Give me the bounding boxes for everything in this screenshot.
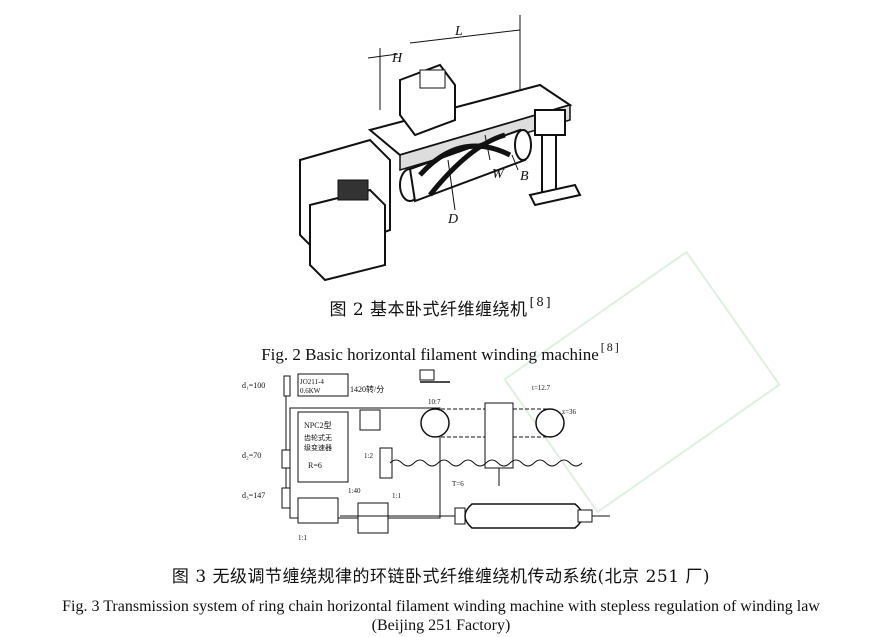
- label-d1: d₁=100: [242, 381, 265, 390]
- label-teeth: z=36: [562, 408, 577, 416]
- label-ratio-1-40: 1:40: [348, 487, 361, 495]
- label-motor-speed: 1420转/分: [350, 384, 384, 394]
- figure-3-diagram: d₁=100 d₂=70 d₃=147 JO211-4 0.6KW 1420转/…: [242, 369, 610, 542]
- figure-2-caption-en: Fig. 2 Basic horizontal filament winding…: [261, 340, 621, 364]
- figure-3-caption-en-line1: Fig. 3 Transmission system of ring chain…: [62, 598, 820, 615]
- label-reducer-desc1: 齿轮式无: [304, 433, 332, 442]
- label-B: B: [520, 169, 529, 184]
- label-chain: T=6: [452, 480, 464, 488]
- label-reducer-desc2: 级变速器: [304, 443, 332, 452]
- label-d3: d₃=147: [242, 491, 265, 500]
- label-sprocket-ratio: 10:7: [428, 398, 441, 406]
- label-ratio-1-1b: 1:1: [298, 534, 307, 542]
- label-motor-model: JO211-4: [300, 378, 324, 386]
- label-H: H: [391, 51, 403, 66]
- label-d2: d₂=70: [242, 451, 261, 460]
- label-D: D: [447, 212, 458, 227]
- label-L: L: [454, 24, 463, 39]
- label-reducer-model: NPC2型: [304, 421, 332, 430]
- figure-2-caption-cn: 图 2 基本卧式纤维缠绕机[8]: [329, 295, 553, 320]
- figure-2-illustration: H L W B D: [299, 15, 582, 282]
- label-pitch: t=12.7: [532, 384, 551, 392]
- figure-3-caption-cn: 图 3 无级调节缠绕规律的环链卧式纤维缠绕机传动系统(北京 251 厂): [171, 567, 711, 587]
- label-motor-power: 0.6KW: [300, 387, 321, 395]
- label-ratio-1-1a: 1:1: [392, 492, 401, 500]
- label-ratio-1-2: 1:2: [364, 452, 373, 460]
- figure-3-caption-en-line2: (Beijing 251 Factory): [371, 617, 511, 634]
- label-W: W: [492, 167, 505, 182]
- label-reducer-ratio: R=6: [308, 461, 322, 470]
